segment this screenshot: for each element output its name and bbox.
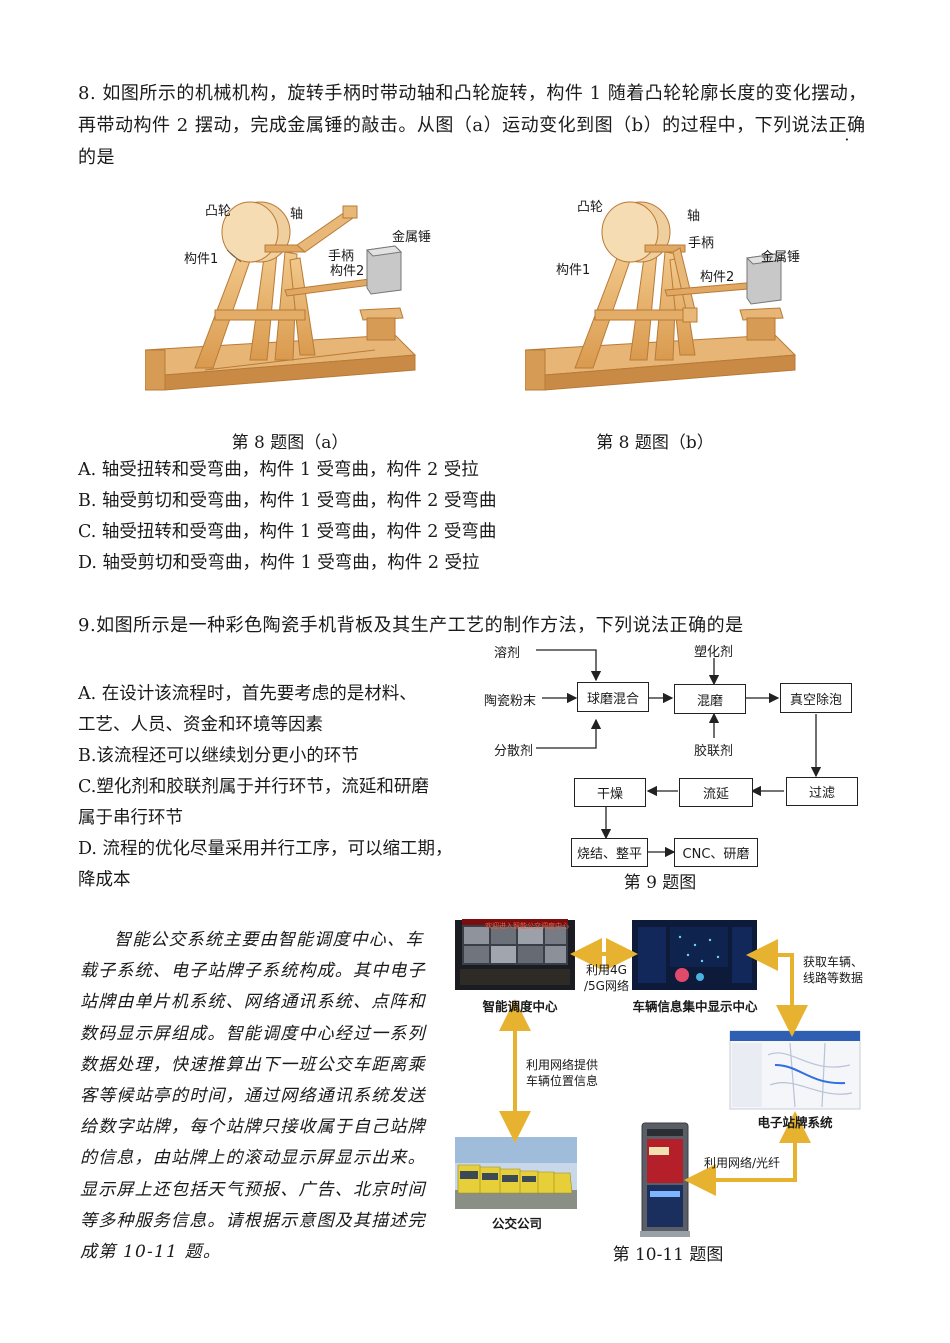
q9-option-d[interactable]: D. 流程的优化尽量采用并行工序，可以缩工期， xyxy=(78,839,453,859)
q8b-label-part1: 构件1 xyxy=(556,263,591,278)
q9-flow-dry: 干燥 xyxy=(574,778,646,807)
q10-diagram-graphics xyxy=(455,919,861,1237)
link-fiber: 利用网络/光纤 xyxy=(704,1156,781,1170)
q9-option-c[interactable]: C.塑化剂和胶联剂属于并行环节，流延和研磨 xyxy=(78,777,429,797)
q8b-label-handle: 手柄 xyxy=(688,236,715,251)
q10-passage-line: 给数字站牌，每个站牌只接收属于自己站牌 xyxy=(80,1117,426,1138)
q9-flow-cnc: CNC、研磨 xyxy=(674,838,758,867)
q8-figure-a xyxy=(145,201,417,391)
q9-caption: 第 9 题图 xyxy=(623,873,697,893)
q10-passage-line: 的信息，由站牌上的滚动显示屏显示出来。 xyxy=(80,1148,426,1169)
q9-options: A. 在设计该流程时，首先要考虑的是材料、 工艺、人员、资金和环境等因素 B.该… xyxy=(78,679,498,896)
q9-stem: 9.如图所示是一种彩色陶瓷手机背板及其生产工艺的制作方法，下列说法正确的是 xyxy=(78,615,744,636)
q9-flow-sinter: 烧结、整平 xyxy=(571,838,648,867)
q10-passage-line: 客等候站亭的时间，通过网络通讯系统发送 xyxy=(80,1086,426,1107)
node-info-center: 车辆信息集中显示中心 xyxy=(632,999,758,1014)
q10-passage-line: 载子系统、电子站牌子系统构成。其中电子 xyxy=(80,961,426,982)
q9-option-a-cont: 工艺、人员、资金和环境等因素 xyxy=(78,715,323,735)
q10-passage-line: 站牌由单片机系统、网络通讯系统、点阵和 xyxy=(80,992,426,1013)
q8a-label-part1: 构件1 xyxy=(184,252,219,267)
q10-caption: 第 10-11 题图 xyxy=(612,1245,724,1265)
q10-passage-line: 数据处理，快速推算出下一班公交车距离乘 xyxy=(80,1054,426,1075)
q9-flow-binder: 胶联剂 xyxy=(694,744,734,759)
q8-stem-line2: 再带动构件 2 摆动，完成金属锤的敲击。从图（a）运动变化到图（b）的过程中，下… xyxy=(78,110,878,142)
q9-flow-vacuum: 真空除泡 xyxy=(780,683,852,713)
q9-flow-arrows xyxy=(536,649,822,858)
q8b-label-hammer: 金属锤 xyxy=(761,250,801,265)
q9-flow-mix: 混磨 xyxy=(674,684,746,714)
q8-caption-b: 第 8 题图（b） xyxy=(596,433,714,453)
q9-flow-solvent: 溶剂 xyxy=(494,646,521,661)
q8a-label-handle: 手柄 xyxy=(328,249,355,264)
q8a-label-axle: 轴 xyxy=(290,207,304,222)
q9-flow-casting: 流延 xyxy=(679,778,753,807)
q8-stem-line3: 的是 xyxy=(78,147,115,168)
q8-figure-b xyxy=(525,201,797,391)
q8-option-a[interactable]: A. 轴受扭转和受弯曲，构件 1 受弯曲，构件 2 受拉 xyxy=(78,460,479,480)
dispatch-screen-banner: 欢迎进入智能公交调度中心 xyxy=(485,922,569,930)
q8-option-c[interactable]: C. 轴受扭转和受弯曲，构件 1 受弯曲，构件 2 受弯曲 xyxy=(78,522,497,542)
q8a-label-part2: 构件2 xyxy=(330,264,365,279)
q10-passage-line: 智能公交系统主要由智能调度中心、车 xyxy=(114,930,424,950)
node-bus-company: 公交公司 xyxy=(491,1216,542,1231)
q8a-label-hammer: 金属锤 xyxy=(392,230,432,245)
node-e-sign-system: 电子站牌系统 xyxy=(757,1115,833,1130)
link-get-data: 获取车辆、 线路等数据 xyxy=(803,955,864,985)
q9-flow-filter: 过滤 xyxy=(786,777,858,806)
q10-passage: 智能公交系统主要由智能调度中心、车 载子系统、电子站牌子系统构成。其中电子 站牌… xyxy=(80,925,450,1268)
q9-option-d-cont: 降成本 xyxy=(78,870,131,890)
node-dispatch-center: 智能调度中心 xyxy=(482,999,558,1014)
q8a-label-cam: 凸轮 xyxy=(205,204,232,219)
q10-passage-line: 显示屏上还包括天气预报、广告、北京时间 xyxy=(80,1179,426,1200)
q9-option-a[interactable]: A. 在设计该流程时，首先要考虑的是材料、 xyxy=(78,684,417,704)
q8-caption-a: 第 8 题图（a） xyxy=(231,433,349,453)
link-4g-5g: 利用4G /5G网络 xyxy=(584,963,629,993)
q8b-label-part2: 构件2 xyxy=(700,270,735,285)
q8-stem-line1: 8. 如图所示的机械机构，旋转手柄时带动轴和凸轮旋转，构件 1 随着凸轮轮廓长度… xyxy=(78,83,867,104)
q10-passage-line: 数码显示屏组成。智能调度中心经过一系列 xyxy=(80,1023,426,1044)
q8b-label-axle: 轴 xyxy=(687,209,701,224)
q9-option-c-cont: 属于串行环节 xyxy=(78,808,183,828)
q8-option-b[interactable]: B. 轴受剪切和受弯曲，构件 1 受弯曲，构件 2 受弯曲 xyxy=(78,491,497,511)
q9-flow-dispersant: 分散剂 xyxy=(494,744,534,759)
q10-passage-line: 等多种服务信息。请根据示意图及其描述完 xyxy=(80,1210,426,1231)
q8-emphasis-correct: 正确 xyxy=(829,110,866,142)
link-position-info: 利用网络提供 车辆位置信息 xyxy=(526,1058,599,1088)
q9-flow-powder: 陶瓷粉末 xyxy=(484,694,537,709)
q9-option-b[interactable]: B.该流程还可以继续划分更小的环节 xyxy=(78,746,359,766)
q8-stem: 8. 如图所示的机械机构，旋转手柄时带动轴和凸轮旋转，构件 1 随着凸轮轮廓长度… xyxy=(78,78,878,174)
q9-flow-ballmill: 球磨混合 xyxy=(577,682,649,712)
q10-passage-line: 成第 10-11 题。 xyxy=(80,1242,222,1263)
q8b-label-cam: 凸轮 xyxy=(577,200,604,215)
q8-option-d[interactable]: D. 轴受剪切和受弯曲，构件 1 受弯曲，构件 2 受拉 xyxy=(78,553,480,573)
q8-options: A. 轴受扭转和受弯曲，构件 1 受弯曲，构件 2 受拉 B. 轴受剪切和受弯曲… xyxy=(78,455,678,579)
q9-flow-plasticizer: 塑化剂 xyxy=(694,645,734,660)
